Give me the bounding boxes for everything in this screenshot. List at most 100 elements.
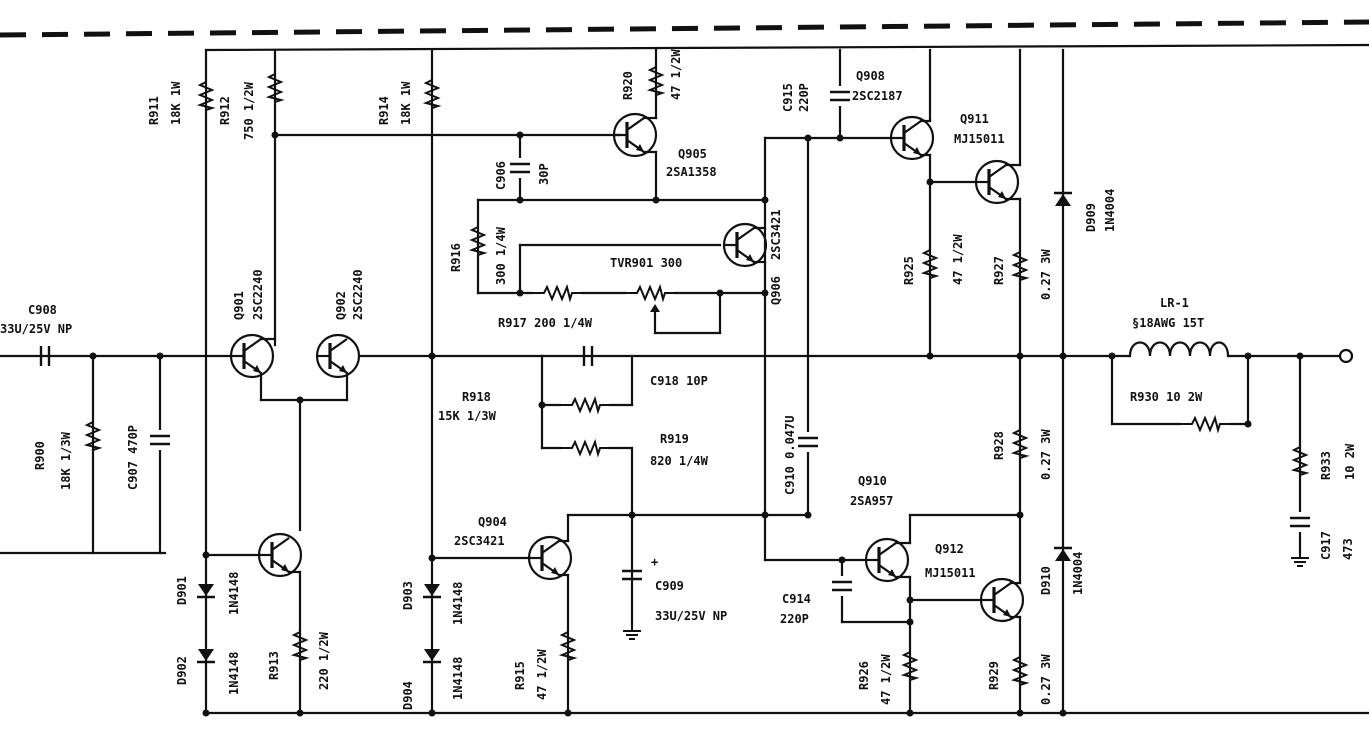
c914-value: 220P (780, 612, 809, 626)
r925-label: R925 (902, 256, 916, 285)
d909-part: 1N4004 (1103, 189, 1117, 232)
r927-label: R927 (992, 256, 1006, 285)
c915-value: 220P (797, 83, 811, 112)
r911-value: 18K 1W (169, 81, 183, 125)
r920-label: R920 (621, 71, 635, 100)
top-rail (204, 43, 1369, 52)
r919-label: R919 (660, 432, 689, 446)
d902-part: 1N4148 (227, 652, 241, 695)
r917-label: R917 200 1/4W (498, 316, 593, 330)
tvr901-label: TVR901 300 (610, 256, 682, 270)
q905-part: 2SA1358 (666, 165, 717, 179)
q908-transistor (888, 115, 935, 161)
tvr901-resistor (624, 286, 676, 300)
d904-diode (421, 647, 443, 664)
r918-resistor (559, 398, 611, 412)
r914-value: 18K 1W (399, 81, 413, 125)
q906-part: 2SC3421 (769, 209, 783, 260)
r915-value: 47 1/2W (535, 649, 549, 700)
c909-plus-sign: + (651, 555, 658, 569)
r915-label: R915 (513, 661, 527, 690)
d901-diode (195, 582, 217, 599)
r929-label: R929 (987, 661, 1001, 690)
r916-label: R916 (449, 243, 463, 272)
q912-transistor (978, 577, 1025, 623)
r926-label: R926 (857, 661, 871, 690)
q903-transistor (256, 532, 303, 578)
d909-label: D909 (1084, 203, 1098, 232)
r913-label: R913 (267, 651, 281, 680)
q908-label: Q908 (856, 69, 885, 83)
r912-value: 750 1/2W (242, 81, 256, 140)
r918-value: 15K 1/3W (438, 409, 497, 423)
ground-symbol-c917 (1290, 551, 1310, 567)
r925-value: 47 1/2W (951, 234, 965, 285)
q911-part: MJ15011 (954, 132, 1005, 146)
q906-transistor (721, 222, 768, 268)
d910-part: 1N4004 (1071, 552, 1085, 595)
c914-label: C914 (782, 592, 811, 606)
r914-label: R914 (377, 96, 391, 125)
q904-part: 2SC3421 (454, 534, 505, 548)
q901-transistor (228, 333, 275, 379)
r900-value: 18K 1/3W (59, 431, 73, 490)
q910-transistor (863, 537, 910, 583)
r917-resistor (531, 286, 583, 300)
r911-label: R911 (147, 96, 161, 125)
c908-in-label: C908 (28, 303, 57, 317)
lr1-inductor (1128, 341, 1230, 358)
r913-value: 220 1/2W (317, 631, 331, 690)
d903-diode (421, 582, 443, 599)
r919-resistor (559, 441, 611, 455)
c915-label: C915 (781, 83, 795, 112)
q905-transistor (611, 112, 658, 158)
q902-transistor (314, 333, 361, 379)
c907-label: C907 470P (126, 425, 140, 490)
q905-label: Q905 (678, 147, 707, 161)
d901-part: 1N4148 (227, 572, 241, 615)
r930-label: R930 10 2W (1130, 390, 1203, 404)
d901-label: D901 (175, 576, 189, 605)
r920-value: 47 1/2W (669, 49, 683, 100)
q902-part: 2SC2240 (351, 269, 365, 320)
d902-diode (195, 647, 217, 664)
c918-label: C918 10P (650, 374, 708, 388)
q902-label: Q902 (334, 291, 348, 320)
r918-label: R918 (462, 390, 491, 404)
d904-label: D904 (401, 681, 415, 710)
r930-resistor (1179, 417, 1231, 431)
d904-part: 1N4148 (451, 657, 465, 700)
q904-label: Q904 (478, 515, 507, 529)
d910-label: D910 (1039, 566, 1053, 595)
r928-label: R928 (992, 431, 1006, 460)
r933-value: 10 2W (1343, 443, 1357, 480)
top-supply-dashed (0, 19, 1369, 38)
q904-transistor (526, 535, 573, 581)
d909-diode (1052, 191, 1074, 208)
r928-value: 0.27 3W (1039, 429, 1053, 480)
c906-value: 30P (537, 163, 551, 185)
component-labels: R911 18K 1W R912 750 1/2W R914 18K 1W R9… (0, 49, 1357, 710)
c917-label: C917 (1319, 531, 1333, 560)
r919-value: 820 1/4W (650, 454, 709, 468)
c917-value: 473 (1341, 538, 1355, 560)
c908-in-value: 33U/25V NP (0, 322, 72, 336)
r900-label: R900 (33, 441, 47, 470)
r933-label: R933 (1319, 451, 1333, 480)
q911-label: Q911 (960, 112, 989, 126)
output-terminal (1338, 348, 1354, 364)
d903-label: D903 (401, 581, 415, 610)
c906-label: C906 (494, 161, 508, 190)
q912-part: MJ15011 (925, 566, 976, 580)
q908-part: 2SC2187 (852, 89, 903, 103)
q911-transistor (973, 159, 1020, 205)
q910-part: 2SA957 (850, 494, 893, 508)
q910-label: Q910 (858, 474, 887, 488)
q906-label: Q906 (769, 276, 783, 305)
c909-label: C909 (655, 579, 684, 593)
q901-label: Q901 (232, 291, 246, 320)
r912-label: R912 (218, 96, 232, 125)
d910-diode (1052, 546, 1074, 563)
r926-value: 47 1/2W (879, 654, 893, 705)
